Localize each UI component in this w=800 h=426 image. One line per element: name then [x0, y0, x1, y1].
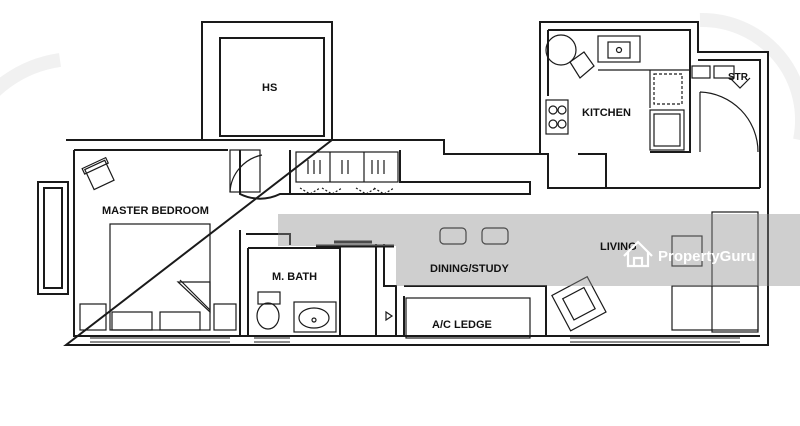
- watermark: PropertyGuru: [623, 240, 756, 268]
- room-label-kitchen: KITCHEN: [582, 107, 631, 119]
- room-label-living: LIVING: [600, 241, 637, 253]
- outer-walls: [37, 21, 769, 346]
- room-label-dining-study: DINING/STUDY: [430, 263, 510, 275]
- overlay-top-band: [278, 214, 800, 246]
- living-furniture: [551, 211, 759, 333]
- room-label-hs: HS: [262, 82, 277, 94]
- wardrobe: [295, 151, 399, 195]
- room-label-ac-ledge: A/C LEDGE: [432, 319, 492, 331]
- overlay-dining-band: [396, 246, 546, 286]
- dining-chairs: [439, 227, 509, 245]
- background-watermark-arcs: [0, 12, 800, 140]
- hs-door: [229, 149, 263, 193]
- room-label-master-bedroom: MASTER BEDROOM: [102, 205, 209, 217]
- room-label-str: STR: [728, 72, 749, 83]
- ac-ledge-box: [405, 297, 531, 339]
- watermark-brand: PropertyGuru: [658, 248, 756, 265]
- highlight-overlay: [278, 214, 800, 286]
- kitchen-fixtures: [545, 34, 759, 153]
- windows: [90, 337, 740, 343]
- house-logo-icon: [623, 240, 653, 268]
- room-label-m-bath: M. BATH: [272, 271, 317, 283]
- bedroom-furniture: [79, 156, 237, 331]
- bath-fixtures: [256, 291, 394, 333]
- overlay-living-band: [546, 246, 800, 286]
- sliding-doors: [316, 240, 394, 248]
